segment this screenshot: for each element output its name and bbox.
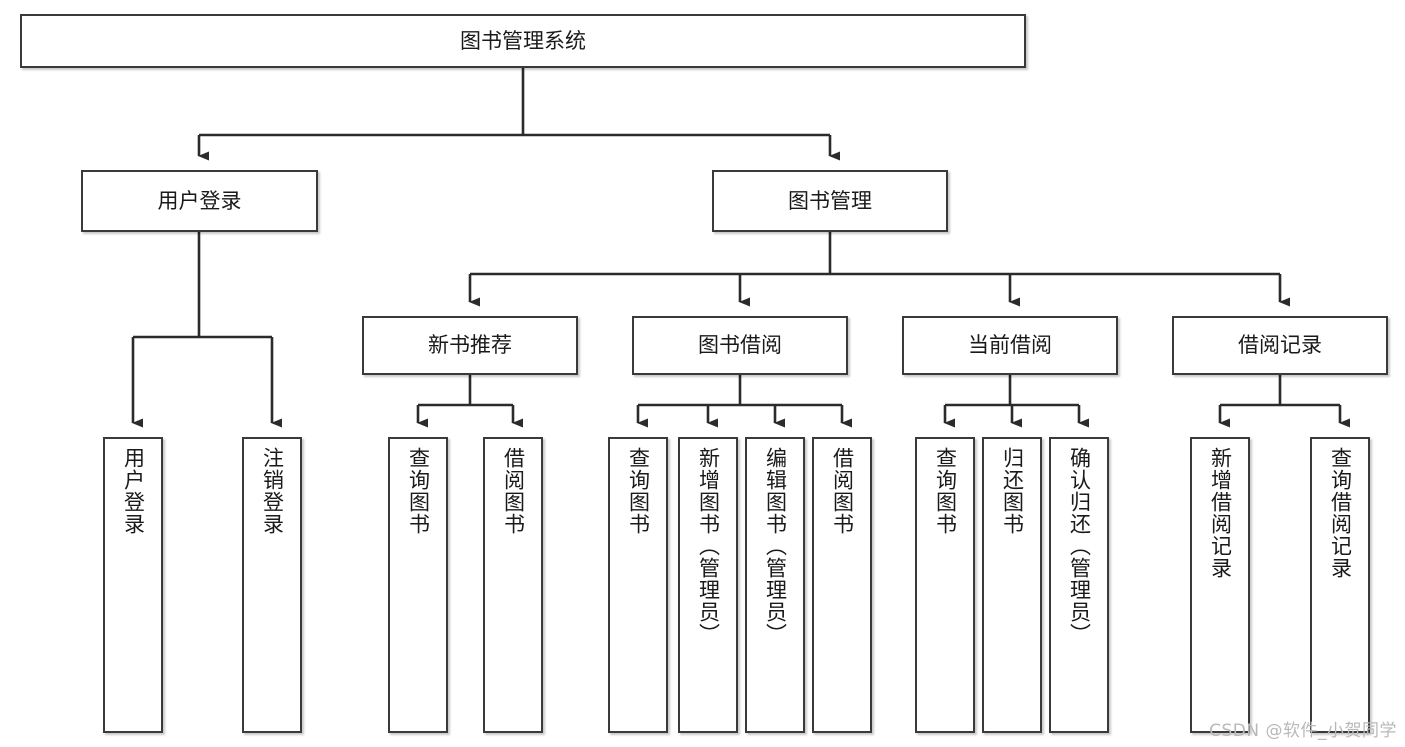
- node-user-login-label: 用户登录: [157, 188, 242, 213]
- node-leaf-return-book-label: 归还图书: [1000, 447, 1025, 535]
- node-borrow-record-label: 借阅记录: [1238, 333, 1322, 358]
- node-book-manage[interactable]: 图书管理: [712, 170, 948, 232]
- node-leaf-borrow-book-1[interactable]: 借阅图书: [483, 437, 543, 733]
- node-current-borrow[interactable]: 当前借阅: [902, 316, 1118, 375]
- node-leaf-user-login-label: 用户登录: [121, 447, 146, 535]
- watermark: CSDN @软件_小贺同学: [1209, 721, 1397, 741]
- node-leaf-add-record[interactable]: 新增借阅记录: [1190, 437, 1250, 733]
- node-leaf-query-book-1-label: 查询图书: [406, 447, 431, 535]
- node-leaf-borrow-book-2[interactable]: 借阅图书: [812, 437, 872, 733]
- node-leaf-query-book-1[interactable]: 查询图书: [388, 437, 448, 733]
- node-leaf-confirm-return-label: 确认归还（管理员）: [1067, 447, 1092, 645]
- node-leaf-add-book-label: 新增图书（管理员）: [696, 447, 721, 645]
- node-leaf-add-book[interactable]: 新增图书（管理员）: [678, 437, 738, 733]
- node-new-book-recommend-label: 新书推荐: [428, 333, 512, 358]
- node-leaf-borrow-book-2-label: 借阅图书: [830, 447, 855, 535]
- node-leaf-add-record-label: 新增借阅记录: [1208, 447, 1233, 579]
- node-new-book-recommend[interactable]: 新书推荐: [362, 316, 578, 375]
- node-leaf-confirm-return[interactable]: 确认归还（管理员）: [1049, 437, 1109, 733]
- node-book-borrow[interactable]: 图书借阅: [632, 316, 848, 375]
- node-leaf-logout[interactable]: 注销登录: [242, 437, 302, 733]
- node-leaf-query-book-2-label: 查询图书: [626, 447, 651, 535]
- node-leaf-return-book[interactable]: 归还图书: [982, 437, 1042, 733]
- node-leaf-logout-label: 注销登录: [260, 447, 285, 535]
- node-leaf-edit-book-label: 编辑图书（管理员）: [763, 447, 788, 645]
- node-leaf-query-record-label: 查询借阅记录: [1328, 447, 1353, 579]
- node-leaf-edit-book[interactable]: 编辑图书（管理员）: [745, 437, 805, 733]
- node-leaf-query-book-3-label: 查询图书: [933, 447, 958, 535]
- node-leaf-query-book-2[interactable]: 查询图书: [608, 437, 668, 733]
- node-leaf-query-record[interactable]: 查询借阅记录: [1310, 437, 1370, 733]
- node-book-borrow-label: 图书借阅: [698, 333, 782, 358]
- node-root[interactable]: 图书管理系统: [20, 14, 1026, 68]
- node-leaf-query-book-3[interactable]: 查询图书: [915, 437, 975, 733]
- node-root-label: 图书管理系统: [460, 28, 586, 53]
- node-leaf-user-login[interactable]: 用户登录: [103, 437, 163, 733]
- node-user-login[interactable]: 用户登录: [81, 170, 318, 232]
- node-book-manage-label: 图书管理: [788, 188, 872, 213]
- node-leaf-borrow-book-1-label: 借阅图书: [501, 447, 526, 535]
- node-current-borrow-label: 当前借阅: [968, 333, 1052, 358]
- node-borrow-record[interactable]: 借阅记录: [1172, 316, 1388, 375]
